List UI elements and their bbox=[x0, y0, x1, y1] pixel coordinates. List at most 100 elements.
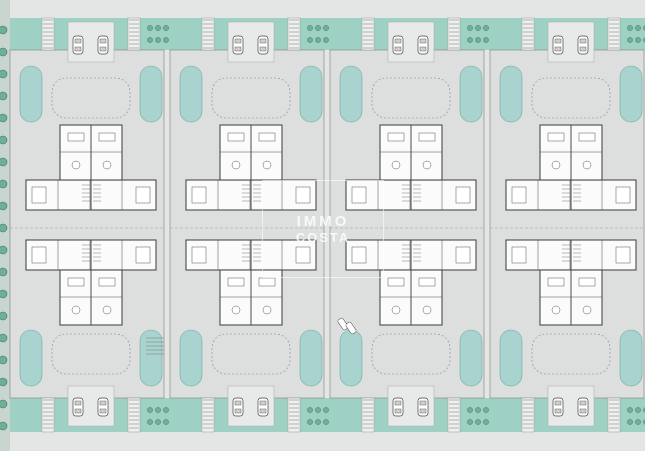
bed-icon bbox=[191, 246, 207, 264]
car-body bbox=[257, 35, 269, 55]
garden-outline bbox=[531, 333, 611, 375]
parking-bay bbox=[607, 397, 621, 433]
garden-outline bbox=[51, 77, 131, 119]
bed-icon bbox=[455, 186, 471, 204]
tree-icon bbox=[0, 377, 8, 387]
tree-icon bbox=[323, 37, 329, 43]
car bbox=[392, 397, 404, 417]
tree-icon bbox=[627, 419, 633, 425]
car bbox=[392, 35, 404, 55]
bike-icon bbox=[345, 321, 357, 335]
car-body bbox=[257, 397, 269, 417]
parking-bay bbox=[521, 17, 535, 51]
block-2 bbox=[169, 21, 325, 427]
tree-icon bbox=[163, 419, 169, 425]
car-window bbox=[99, 46, 107, 52]
tree-icon bbox=[483, 37, 489, 43]
sofa-icon bbox=[547, 277, 565, 287]
table-icon bbox=[102, 305, 112, 315]
car-window bbox=[554, 38, 562, 44]
bed-icon bbox=[511, 186, 527, 204]
table-icon bbox=[262, 305, 272, 315]
car-window bbox=[234, 400, 242, 406]
table-icon bbox=[422, 305, 432, 315]
bed-icon bbox=[135, 186, 151, 204]
car bbox=[577, 397, 589, 417]
tree-icon bbox=[0, 25, 8, 35]
sofa-icon bbox=[67, 132, 85, 142]
tree-icon bbox=[0, 245, 8, 255]
tree-icon bbox=[163, 407, 169, 413]
sofa-icon bbox=[258, 132, 276, 142]
pool bbox=[499, 329, 523, 387]
car-window bbox=[259, 46, 267, 52]
tree-icon bbox=[0, 333, 8, 343]
car-body bbox=[392, 35, 404, 55]
pool bbox=[299, 329, 323, 387]
parking-bay bbox=[447, 397, 461, 433]
parking-bay bbox=[201, 397, 215, 433]
table-icon bbox=[582, 305, 592, 315]
table-icon bbox=[102, 160, 112, 170]
tree-icon bbox=[467, 25, 473, 31]
tree-icon bbox=[635, 419, 641, 425]
pool bbox=[339, 65, 363, 123]
tree-icon bbox=[635, 37, 641, 43]
car bbox=[417, 397, 429, 417]
parking-bottom bbox=[41, 397, 55, 433]
sofa-icon bbox=[258, 277, 276, 287]
parking-bay bbox=[607, 17, 621, 51]
tree-icon bbox=[0, 91, 8, 101]
car-window bbox=[74, 38, 82, 44]
house-pair-top bbox=[25, 124, 157, 211]
parking-top bbox=[41, 17, 55, 51]
parking-top bbox=[447, 17, 461, 51]
car-window bbox=[74, 46, 82, 52]
table-icon bbox=[422, 160, 432, 170]
pool bbox=[619, 65, 643, 123]
car-body bbox=[417, 397, 429, 417]
sofa-icon bbox=[98, 277, 116, 287]
tree-icon bbox=[323, 419, 329, 425]
tree-icon bbox=[0, 311, 8, 321]
tree-icon bbox=[155, 25, 161, 31]
tree-icon bbox=[635, 25, 641, 31]
car bbox=[552, 397, 564, 417]
car-window bbox=[579, 38, 587, 44]
car-window bbox=[259, 408, 267, 414]
tree-icon bbox=[163, 25, 169, 31]
parking-bay bbox=[287, 17, 301, 51]
tree-icon bbox=[627, 407, 633, 413]
car bbox=[97, 397, 109, 417]
bed-icon bbox=[135, 246, 151, 264]
car-window bbox=[554, 400, 562, 406]
tree-icon bbox=[147, 37, 153, 43]
parking-top bbox=[607, 17, 621, 51]
parking-bay bbox=[127, 397, 141, 433]
table-icon bbox=[391, 305, 401, 315]
tree-icon bbox=[307, 25, 313, 31]
car bbox=[417, 35, 429, 55]
car bbox=[552, 35, 564, 55]
car-window bbox=[394, 38, 402, 44]
tree-icon bbox=[467, 407, 473, 413]
tree-icon bbox=[155, 407, 161, 413]
pool bbox=[339, 329, 363, 387]
tree-icon bbox=[0, 201, 8, 211]
parking-bay bbox=[201, 17, 215, 51]
car-window bbox=[259, 400, 267, 406]
garden-outline bbox=[371, 77, 451, 119]
tree-icon bbox=[0, 355, 8, 365]
tree-icon bbox=[307, 407, 313, 413]
sofa-icon bbox=[227, 277, 245, 287]
car-body bbox=[72, 397, 84, 417]
tree-icon bbox=[483, 419, 489, 425]
parking-bottom bbox=[447, 397, 461, 433]
tree-icon bbox=[0, 223, 8, 233]
table-icon bbox=[551, 305, 561, 315]
car-window bbox=[394, 408, 402, 414]
car-window bbox=[579, 400, 587, 406]
house-pair-bottom bbox=[505, 239, 637, 326]
garden-outline bbox=[531, 77, 611, 119]
bed-icon bbox=[191, 186, 207, 204]
